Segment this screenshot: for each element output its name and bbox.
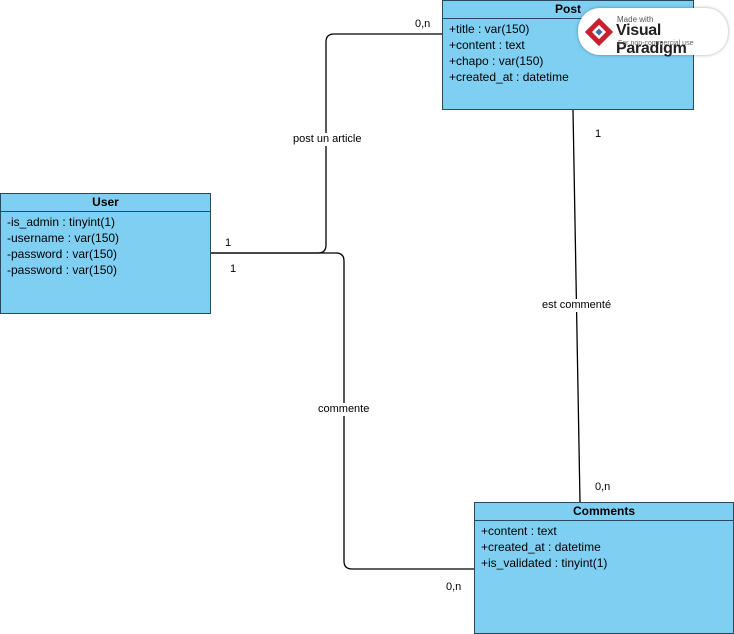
class-comments[interactable]: Comments +content : text +created_at : d… [474,502,734,634]
class-user[interactable]: User -is_admin : tinyint(1) -username : … [0,193,211,314]
association-post-comments-label[interactable]: est commenté [541,299,613,312]
class-comments-attribute: +is_validated : tinyint(1) [481,556,608,570]
multiplicity-comments-post-side: 0,n [595,481,611,493]
class-post-attribute: +content : text [449,38,525,52]
visual-paradigm-logo-icon [584,17,614,47]
class-user-attribute: -is_admin : tinyint(1) [7,215,116,229]
class-user-attribute: -username : var(150) [7,231,120,245]
watermark-made-with: Made with [617,15,654,24]
multiplicity-comments-user-side: 0,n [446,581,462,593]
watermark-note: For non-commercial use [618,40,694,47]
multiplicity-post-comments-side: 1 [595,128,602,140]
class-comments-attribute: +content : text [481,524,557,538]
class-post-title: Post [443,1,693,19]
multiplicity-post-side: 0,n [415,18,431,30]
class-post-attribute: +created_at : datetime [449,70,569,84]
class-post-attribute: +chapo : var(150) [449,54,544,68]
class-user-title: User [1,194,210,212]
visual-paradigm-watermark: Made with Visual Paradigm For non-commer… [578,8,728,57]
association-user-post-label[interactable]: post un article [292,133,363,146]
class-comments-attribute: +created_at : datetime [481,540,601,554]
multiplicity-user-comments-side: 1 [230,263,237,275]
class-comments-title: Comments [475,503,733,521]
association-user-comments-label[interactable]: commente [317,403,371,416]
class-user-attribute: -password : var(150) [7,263,118,277]
watermark-brand: Visual Paradigm [616,22,687,57]
class-post-attribute: +title : var(150) [449,22,530,36]
multiplicity-user-post-side: 1 [225,237,232,249]
class-user-attribute: -password : var(150) [7,247,118,261]
